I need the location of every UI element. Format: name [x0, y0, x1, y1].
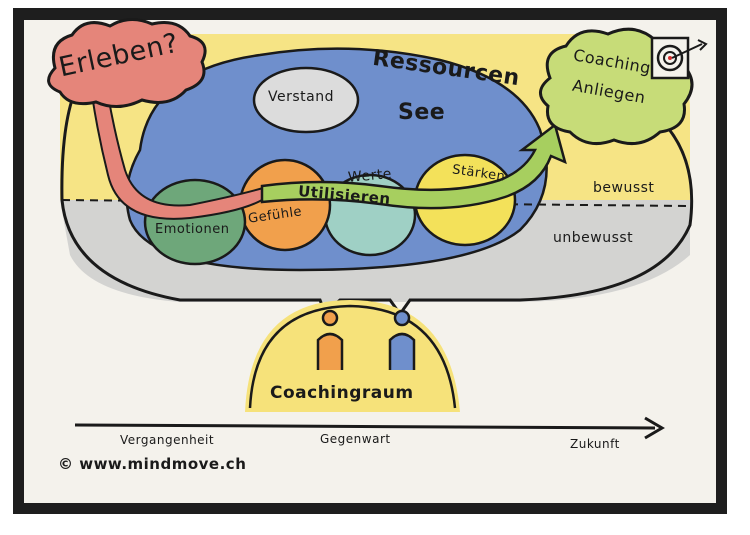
emotionen-label: Emotionen [155, 222, 230, 237]
unbewusst-label: unbewusst [553, 230, 634, 246]
target-icon [650, 36, 708, 80]
timeline-past-label: Vergangenheit [120, 433, 215, 447]
timeline-future-label: Zukunft [570, 437, 620, 451]
erleben-cloud [47, 18, 207, 108]
copyright-label: © www.mindmove.ch [58, 455, 247, 473]
timeline-present-label: Gegenwart [320, 432, 391, 446]
verstand-label: Verstand [268, 89, 334, 105]
timeline-axis [74, 423, 656, 430]
see-label: See [398, 100, 446, 125]
bewusst-label: bewusst [593, 180, 655, 196]
timeline-arrowhead [644, 416, 665, 440]
utilisieren-arrow [260, 122, 567, 210]
coachingraum-dome [245, 300, 460, 412]
coach-person-icon [316, 309, 344, 370]
coachingraum-outline [248, 304, 457, 409]
client-person-icon [388, 309, 416, 370]
thought-bubble-outline [60, 58, 694, 317]
coachingraum-label: Coachingraum [270, 383, 414, 403]
verstand-ellipse [252, 66, 360, 134]
